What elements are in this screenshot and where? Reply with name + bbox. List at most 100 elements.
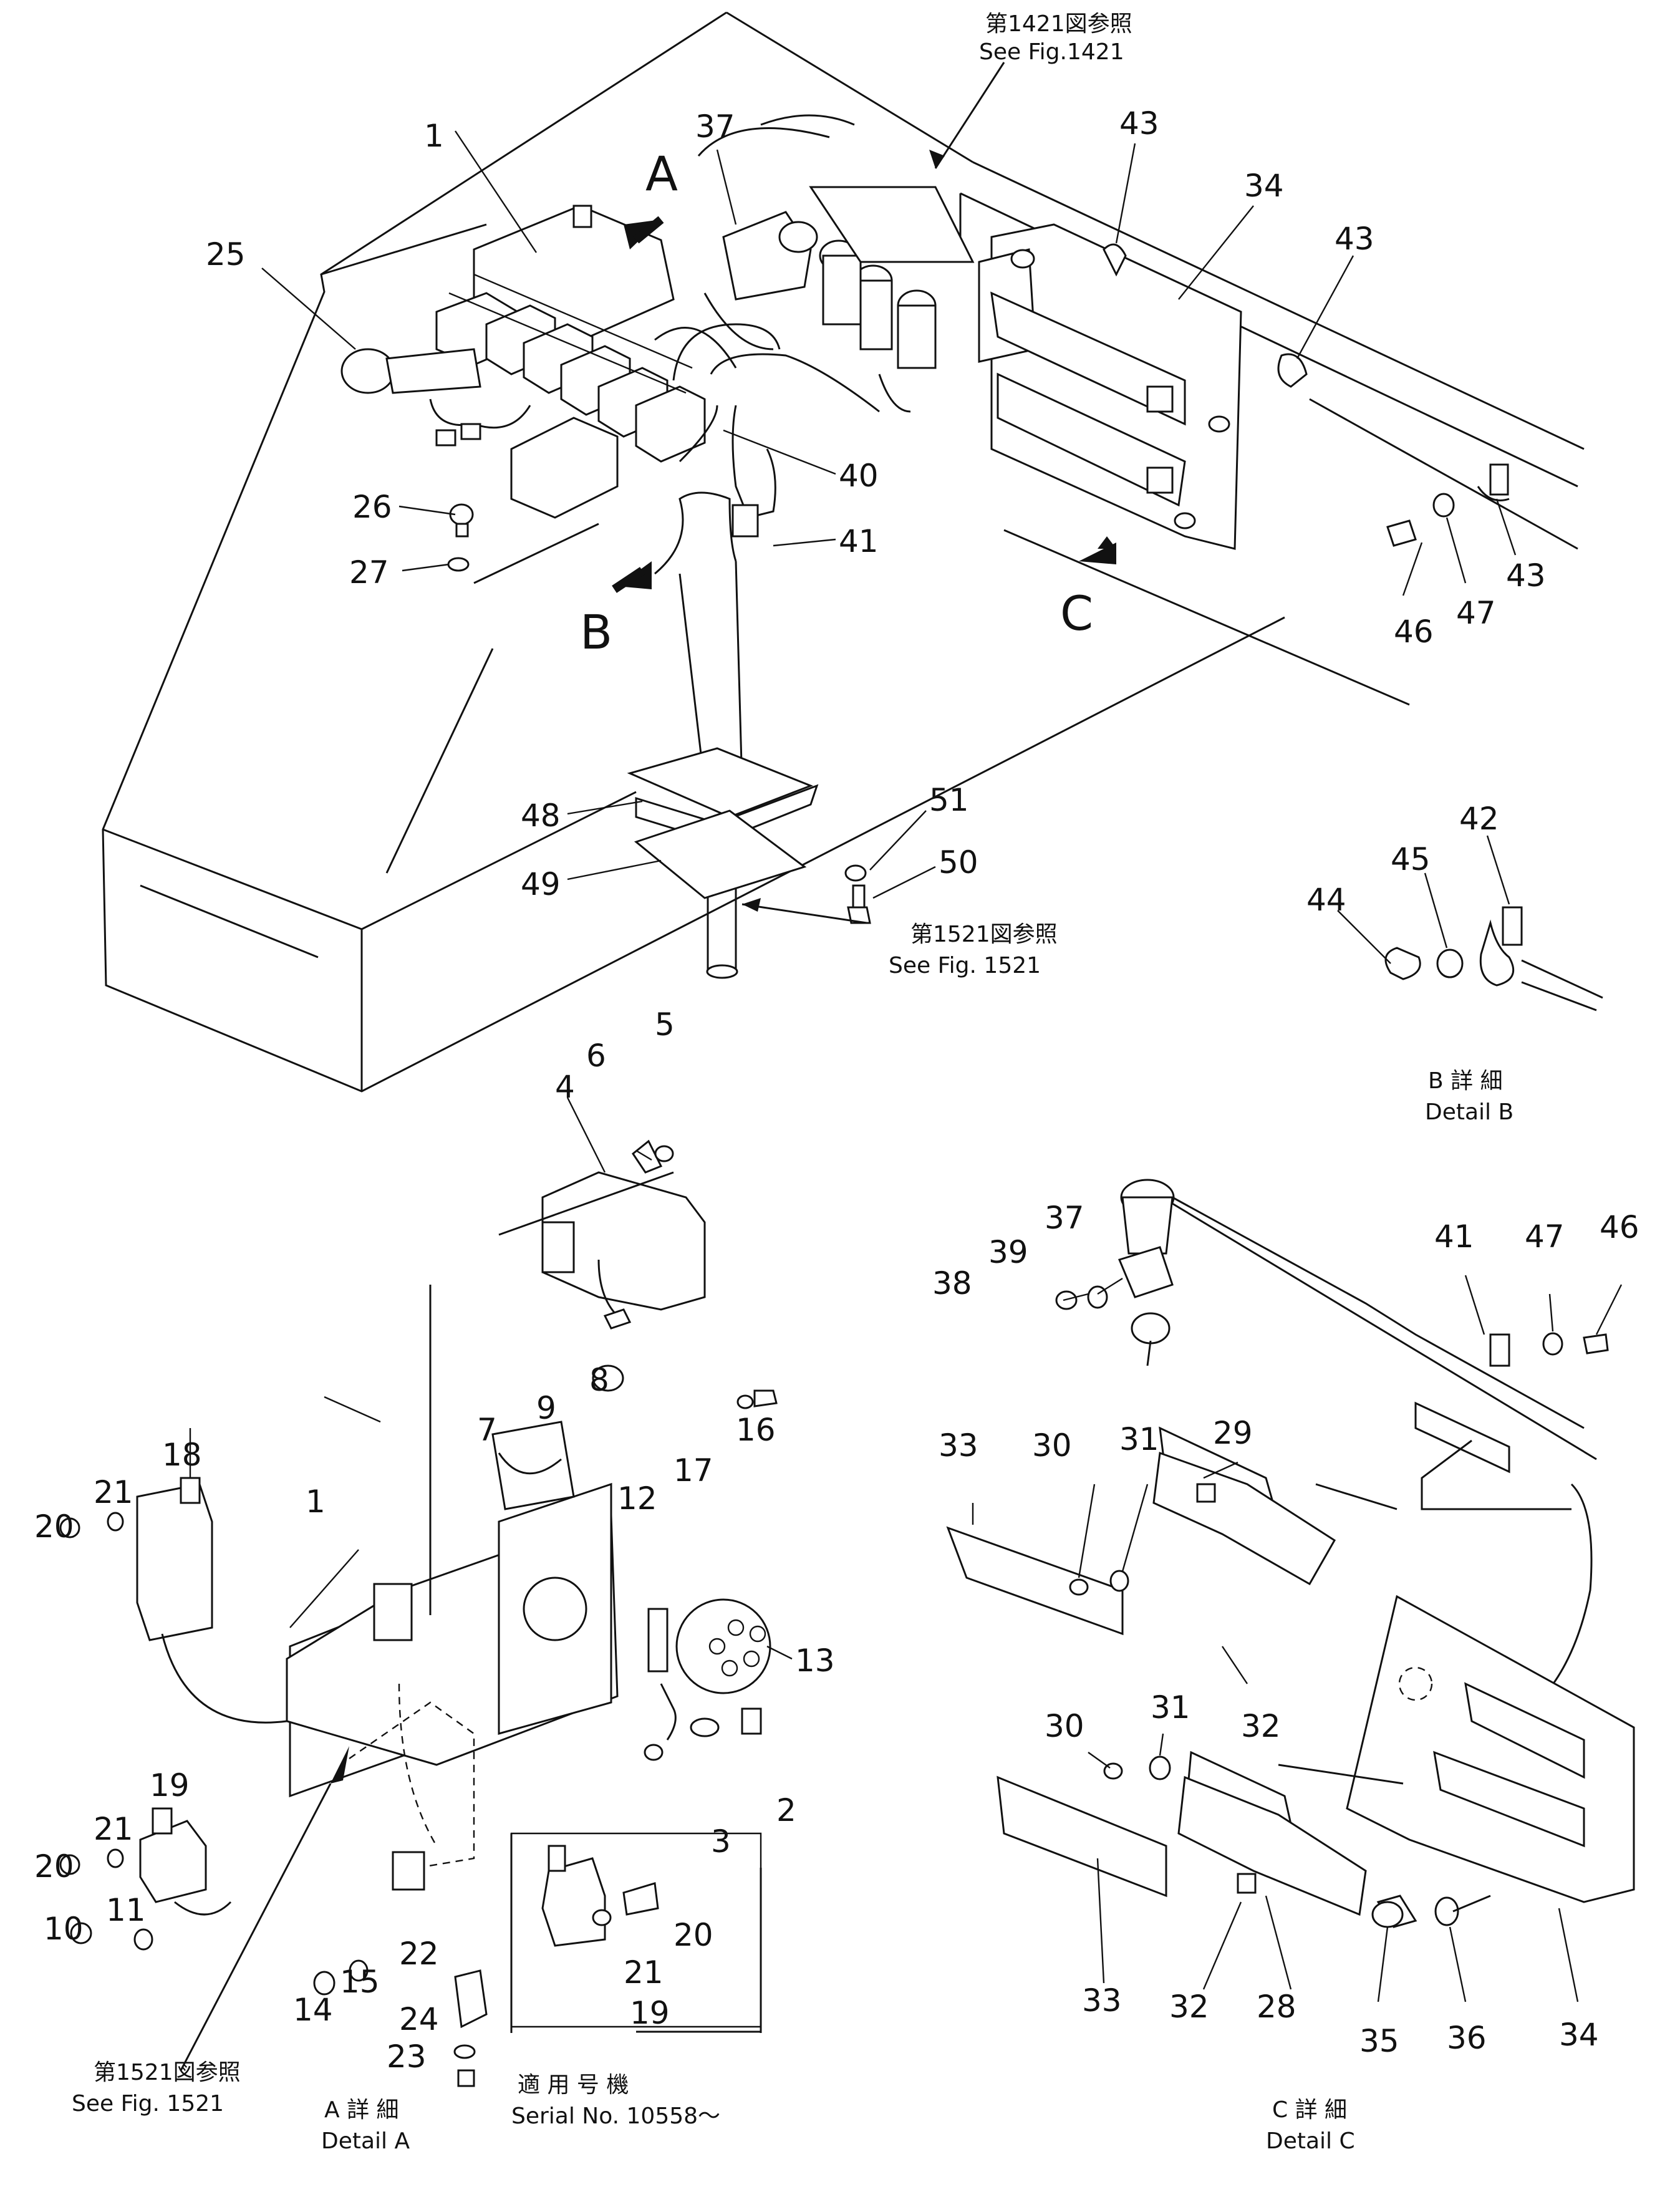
callout-number: 32: [1169, 1989, 1209, 2025]
main-leaders: [261, 130, 1517, 899]
callout-number: 28: [1257, 1989, 1296, 2025]
mount-plates: [627, 405, 819, 899]
callout-number: 15: [340, 1964, 380, 2000]
callout-number: 1: [424, 118, 444, 154]
detail-a-drawing: [59, 1097, 793, 2087]
detail-c-drawing: [946, 1179, 1635, 2002]
callouts-detail-a: 4 6 5 8 9 7 16 17 12 13 18 21 20 1 2 3 1…: [34, 1007, 835, 2075]
view-label-b: B: [580, 604, 612, 660]
callout-number: 21: [624, 1954, 664, 1991]
callout-number: 46: [1394, 614, 1434, 650]
serial-jp: 適 用 号 機: [518, 2072, 629, 2098]
ref-1521-top-en: See Fig. 1521: [889, 953, 1041, 978]
callout-number: 20: [673, 1917, 713, 1953]
callout-number: 26: [352, 489, 392, 525]
callout-number: 33: [939, 1427, 978, 1464]
callout-number: 38: [932, 1265, 972, 1301]
callout-number: 21: [94, 1811, 133, 1847]
reference-notes: 第1421図参照 See Fig.1421 第1521図参照 See Fig. …: [72, 11, 1132, 2117]
reference-leaders: [741, 62, 1005, 924]
callout-number: 17: [673, 1452, 713, 1489]
ref-1521-top-jp: 第1521図参照: [910, 922, 1058, 947]
callout-number: 35: [1359, 2023, 1399, 2059]
callout-number: 24: [399, 2001, 439, 2037]
detail-c-jp: C 詳 細: [1272, 2097, 1347, 2123]
callout-number: 43: [1119, 105, 1159, 142]
callout-number: 43: [1506, 558, 1546, 594]
callout-number: 43: [1335, 221, 1374, 257]
relay-box-assembly: [340, 205, 706, 519]
callout-number: 37: [695, 109, 735, 145]
callout-number: 46: [1600, 1209, 1639, 1245]
view-label-a: A: [645, 146, 678, 201]
callout-number: 37: [1045, 1200, 1084, 1236]
view-arrows: [612, 216, 1116, 593]
callout-number: 44: [1306, 882, 1346, 918]
callout-number: 10: [44, 1911, 84, 1947]
callout-number: 25: [206, 236, 246, 273]
detail-a-jp: A 詳 細: [324, 2097, 399, 2123]
detail-b-drawing: [1337, 835, 1603, 1012]
controller-panel: [978, 223, 1242, 550]
callout-number: 34: [1244, 168, 1284, 204]
frame-outline: [102, 11, 1585, 1093]
callout-number: 5: [655, 1007, 675, 1043]
callout-number: 27: [349, 554, 389, 591]
callout-number: 39: [988, 1234, 1028, 1270]
callout-number: 47: [1456, 595, 1496, 631]
view-label-c: C: [1060, 586, 1093, 641]
view-labels: A B C: [580, 146, 1093, 660]
callout-number: 7: [477, 1412, 497, 1448]
callout-number: 19: [630, 1995, 670, 2031]
detail-captions: B 詳 細 Detail B A 詳 細 Detail A 適 用 号 機 Se…: [321, 1068, 1513, 2154]
callout-number: 48: [521, 798, 561, 834]
callout-number: 34: [1559, 2017, 1599, 2053]
detail-c-en: Detail C: [1266, 2128, 1355, 2154]
callout-number: 20: [34, 1848, 74, 1885]
callout-number: 1: [306, 1484, 326, 1520]
rail-clamps: [1103, 243, 1578, 550]
ref-1421-en: See Fig.1421: [979, 39, 1124, 65]
callout-number: 19: [150, 1767, 190, 1803]
callout-number: 23: [387, 2039, 427, 2075]
callouts-detail-c: 37 39 38 41 47 46 33 30 31 29 32 30 31 2…: [932, 1200, 1639, 2059]
callout-number: 18: [162, 1437, 202, 1473]
detail-b-jp: B 詳 細: [1428, 1068, 1503, 1094]
callout-number: 47: [1525, 1219, 1565, 1255]
callout-number: 13: [795, 1643, 835, 1679]
ref-1521-bottom-jp: 第1521図参照: [94, 2060, 241, 2085]
callout-number: 20: [34, 1509, 74, 1545]
callout-number: 2: [776, 1792, 796, 1828]
callout-number: 8: [589, 1362, 609, 1398]
callout-number: 32: [1241, 1708, 1281, 1744]
callout-number: 12: [617, 1480, 657, 1517]
serial-en: Serial No. 10558～: [511, 2103, 720, 2129]
callout-number: 31: [1151, 1689, 1190, 1726]
callout-number: 9: [536, 1390, 556, 1426]
detail-b-en: Detail B: [1425, 1099, 1513, 1125]
callout-number: 21: [94, 1474, 133, 1510]
callout-number: 14: [293, 1992, 333, 2028]
callout-number: 40: [839, 458, 879, 494]
callout-number: 16: [736, 1412, 776, 1448]
callout-number: 45: [1391, 841, 1431, 877]
callout-number: 6: [586, 1038, 606, 1074]
callout-number: 50: [939, 844, 978, 881]
callout-number: 31: [1119, 1421, 1159, 1457]
callout-number: 51: [929, 782, 969, 818]
callout-number: 41: [1434, 1219, 1474, 1255]
callout-number: 3: [711, 1823, 731, 1860]
ref-1421-jp: 第1421図参照: [985, 11, 1132, 37]
callouts-main: 1 25 37 43 34 43 26 27 40 41 46 47 43 48…: [206, 105, 1546, 902]
callout-number: 41: [839, 523, 879, 559]
callout-number: 11: [106, 1892, 146, 1928]
callout-number: 4: [555, 1069, 575, 1105]
callout-number: 36: [1447, 2020, 1487, 2056]
callouts-detail-b: 42 45 44: [1306, 801, 1499, 918]
detail-a-en: Detail A: [321, 2128, 410, 2154]
callout-number: 49: [521, 866, 561, 902]
callout-number: 29: [1213, 1415, 1253, 1451]
callout-number: 30: [1032, 1427, 1072, 1464]
